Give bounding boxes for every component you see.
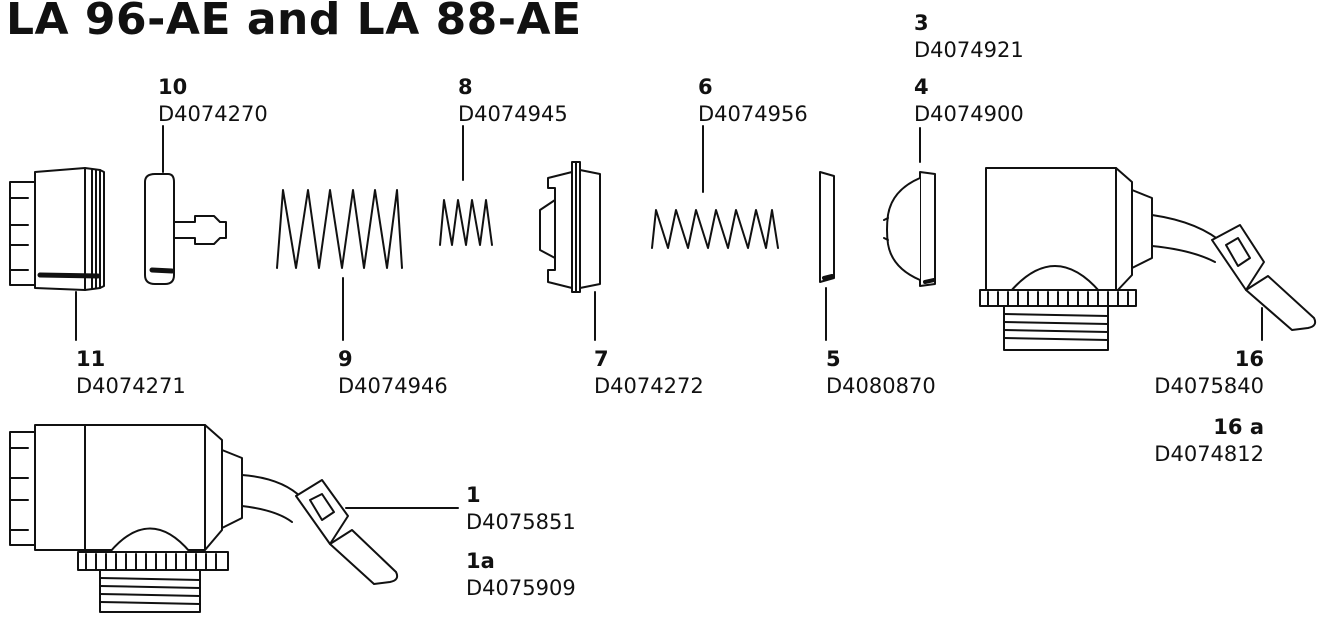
part-9-spring (277, 190, 402, 268)
part-4-diaphragm (884, 172, 935, 286)
part-code: D4074272 (594, 374, 704, 398)
part-code: D4074946 (338, 374, 448, 398)
part-number: 11 (76, 347, 106, 371)
label-part-7: 7 D4074272 (594, 346, 704, 400)
label-part-4: 4 D4074900 (914, 74, 1024, 128)
part-number: 1a (466, 549, 495, 573)
label-part-9: 9 D4074946 (338, 346, 448, 400)
part-16-housing (980, 168, 1315, 350)
part-number: 9 (338, 347, 353, 371)
label-part-5: 5 D4080870 (826, 346, 936, 400)
label-part-16a: 16 a D4074812 (1154, 414, 1264, 468)
part-code: D4075840 (1154, 374, 1264, 398)
part-1-housing (10, 425, 397, 612)
part-11-end-cap (10, 168, 104, 290)
part-code: D4075909 (466, 576, 576, 600)
label-part-1a: 1a D4075909 (466, 548, 576, 602)
part-10-piston (145, 174, 226, 284)
part-number: 5 (826, 347, 841, 371)
part-number: 16 a (1213, 415, 1264, 439)
part-number: 4 (914, 75, 929, 99)
part-8-spring (440, 200, 492, 245)
label-part-10: 10 D4074270 (158, 74, 268, 128)
label-part-3: 3 D4074921 (914, 10, 1024, 64)
label-part-11: 11 D4074271 (76, 346, 186, 400)
diagram-title: LA 96-AE and LA 88-AE (6, 0, 582, 45)
label-part-8: 8 D4074945 (458, 74, 568, 128)
part-code: D4074270 (158, 102, 268, 126)
label-part-16: 16 D4075840 (1154, 346, 1264, 400)
part-number: 16 (1234, 347, 1264, 371)
part-number: 6 (698, 75, 713, 99)
part-code: D4074921 (914, 38, 1024, 62)
part-number: 3 (914, 11, 929, 35)
part-code: D4074956 (698, 102, 808, 126)
part-number: 1 (466, 483, 481, 507)
part-5-washer (820, 172, 834, 282)
label-part-6: 6 D4074956 (698, 74, 808, 128)
part-code: D4080870 (826, 374, 936, 398)
part-number: 10 (158, 75, 188, 99)
part-6-spring (652, 210, 778, 248)
label-part-1: 1 D4075851 (466, 482, 576, 536)
part-code: D4075851 (466, 510, 576, 534)
part-code: D4074945 (458, 102, 568, 126)
part-number: 8 (458, 75, 473, 99)
part-code: D4074900 (914, 102, 1024, 126)
part-7-valve-seat (540, 162, 600, 292)
part-number: 7 (594, 347, 609, 371)
part-code: D4074812 (1154, 442, 1264, 466)
part-code: D4074271 (76, 374, 186, 398)
